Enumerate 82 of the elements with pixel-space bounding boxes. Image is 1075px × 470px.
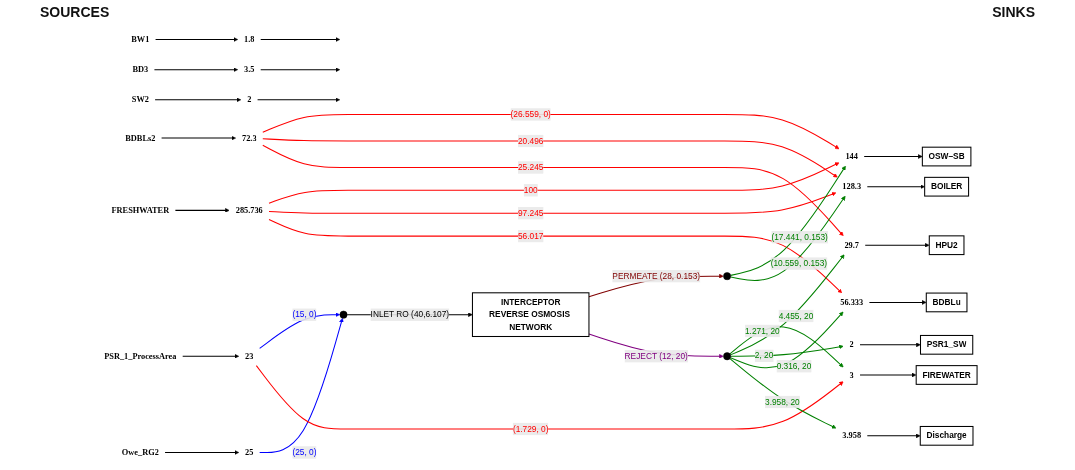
arrow — [154, 97, 242, 103]
node-text: 1.8 — [244, 34, 255, 44]
arrow — [729, 311, 844, 369]
column-heading: SOURCES — [40, 4, 110, 22]
node-text: 128.3 — [842, 182, 862, 191]
arrow — [164, 450, 240, 455]
arrow — [268, 219, 843, 294]
node-box: Discharge — [919, 425, 974, 446]
node-text: 144 — [845, 151, 858, 161]
arrow — [259, 317, 344, 453]
node-box: PSR1_SW — [920, 334, 974, 355]
edge-label: INLET RO (40,6.107) — [370, 309, 450, 319]
node-box: OSW–SB — [921, 146, 972, 167]
arrow — [866, 184, 925, 189]
arrow — [260, 67, 341, 72]
arrow — [729, 254, 845, 356]
arrow — [729, 326, 844, 368]
arrow — [859, 372, 917, 378]
edge-label: 100 — [523, 185, 538, 195]
arrow — [730, 344, 844, 357]
node-text: 2 — [247, 95, 252, 105]
node-box: BOILER — [924, 176, 970, 197]
edge-label: (26.559, 0) — [510, 109, 551, 119]
node-box: BDBLu — [925, 292, 968, 313]
edge-label: 3.958, 20 — [765, 397, 800, 407]
node-text: 3 — [849, 370, 854, 380]
arrow — [866, 433, 921, 439]
node-box: INTERCEPTOR REVERSE OSMOSIS NETWORK — [471, 292, 590, 337]
node-text: SW2 — [131, 95, 149, 105]
arrow — [864, 242, 930, 248]
arrow — [260, 37, 341, 42]
edge-label: PERMEATE (28, 0.153) — [612, 271, 701, 281]
node-text: Owe_RG2 — [121, 447, 159, 457]
arrow — [182, 353, 240, 359]
edge-label: 4.455, 20 — [778, 311, 814, 321]
node-box: HPU2 — [928, 235, 965, 256]
arrow — [730, 195, 846, 282]
arrow — [174, 208, 230, 213]
edge-label: (15, 0) — [292, 309, 317, 319]
edge-label: 2, 20 — [754, 351, 774, 361]
arrow — [257, 97, 341, 103]
arrow — [863, 154, 923, 159]
node-text: 2 — [849, 340, 854, 349]
arrow — [268, 192, 837, 214]
edge-label: 20.496 — [517, 136, 544, 146]
node-text: 29.7 — [844, 240, 859, 250]
node-text: 3.5 — [244, 65, 255, 74]
edge-label: 1.271, 20 — [744, 326, 780, 336]
edge-label: 25.245 — [517, 162, 544, 172]
edge-label: REJECT (12, 20) — [624, 351, 688, 361]
node-text: FRESHWATER — [111, 205, 170, 215]
node-text: 72.3 — [241, 133, 257, 143]
arrow — [859, 342, 921, 348]
arrow — [268, 162, 840, 204]
edge-label: 56.017 — [517, 231, 544, 241]
arrow — [153, 67, 238, 72]
node-text: 3.958 — [842, 431, 862, 440]
arrow — [729, 358, 837, 429]
edge-label: 97.245 — [517, 208, 544, 218]
edge-label: 0.316, 20 — [776, 361, 812, 371]
arrow — [730, 165, 846, 276]
node-text: PSR_1_ProcessArea — [104, 351, 177, 361]
arrow — [255, 365, 844, 430]
arrow — [155, 37, 238, 42]
arrow — [262, 144, 844, 237]
arrow — [868, 300, 927, 305]
arrow — [262, 138, 838, 178]
edge-label: (17.441, 0.153) — [771, 232, 828, 242]
node-text: BDBLs2 — [125, 133, 156, 143]
edge-label: (10.559, 0.153) — [770, 258, 828, 268]
arrow — [262, 113, 840, 150]
node-text: BD3 — [132, 65, 149, 74]
edge-label: (25, 0) — [292, 447, 317, 457]
node-text: 25 — [245, 447, 254, 457]
edge-label: (1.729, 0) — [512, 424, 549, 434]
node-text: BW1 — [131, 34, 150, 44]
node-text: 23 — [245, 351, 254, 361]
node-box: FIREWATER — [915, 365, 978, 385]
node-text: 285.736 — [235, 205, 263, 215]
column-heading: SINKS — [992, 4, 1035, 22]
node-text: 56.333 — [840, 297, 864, 307]
arrow — [161, 135, 236, 141]
